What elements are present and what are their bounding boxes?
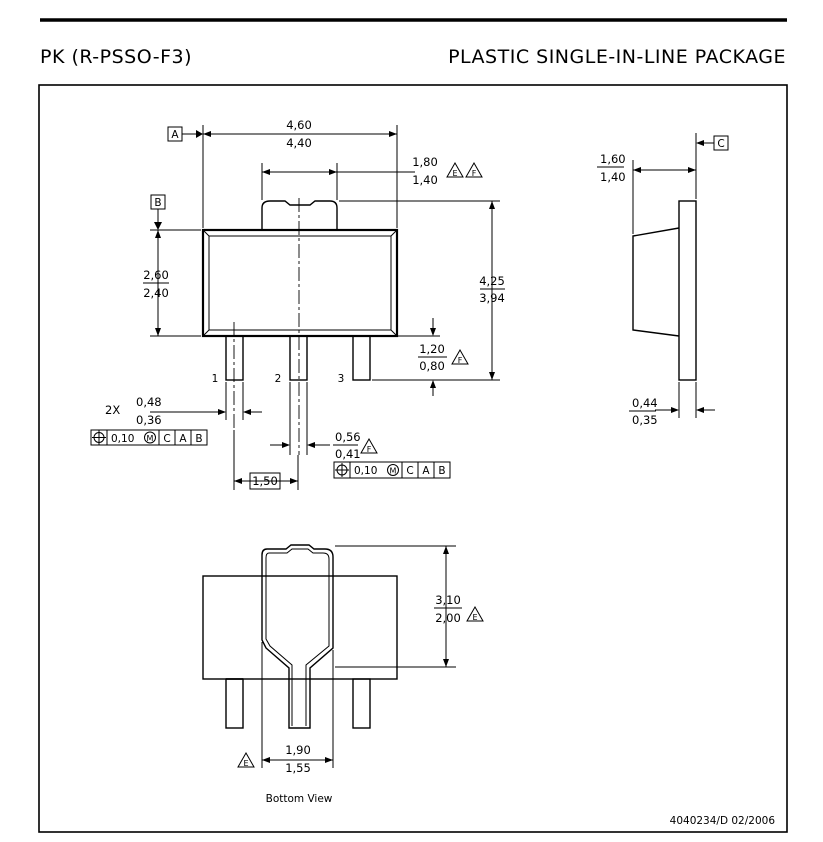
dim-side-lead-min: 0,35: [632, 413, 658, 427]
datum-b-label: B: [154, 197, 161, 209]
drawing-frame: [38, 84, 788, 833]
dim-side-thk-max: 1,60: [600, 152, 626, 166]
svg-text:E: E: [472, 613, 477, 622]
tolerance-frame-middle-lead: 0,10 M C A B: [333, 461, 451, 479]
bottom-view-label: Bottom View: [266, 793, 333, 805]
bottom-lead-3: [352, 678, 371, 729]
dim-bottom-h-min: 2,00: [435, 611, 461, 625]
dim-side-thk-min: 1,40: [600, 170, 626, 184]
dim-lead-len-min: 0,80: [419, 359, 445, 373]
dim-mid-lead-max: 0,56: [335, 430, 361, 444]
dim-mid-lead-min: 0,41: [335, 447, 361, 461]
svg-text:M: M: [147, 434, 154, 443]
dim-tab-max: 1,80: [412, 155, 438, 169]
svg-text:F: F: [472, 169, 477, 178]
note-e-icon: E: [237, 751, 255, 768]
svg-text:A: A: [422, 465, 430, 477]
pin-label-1: 1: [212, 373, 219, 385]
svg-text:M: M: [390, 467, 397, 476]
lead-2: [289, 335, 308, 381]
side-lead: [678, 200, 697, 381]
dim-pitch: 1,50: [252, 474, 278, 488]
dim-bottom-h-max: 3,10: [435, 593, 461, 607]
dim-width-min: 4,40: [286, 136, 312, 150]
dim-bottom-w-min: 1,55: [285, 761, 311, 775]
dim-lead-w-max: 0,48: [136, 395, 162, 409]
package-type-title: PLASTIC SINGLE-IN-LINE PACKAGE: [448, 46, 786, 68]
package-body-inner: [208, 235, 392, 331]
bottom-tab-inner: [265, 548, 330, 726]
dim-body-h-max: 2,60: [143, 268, 169, 282]
dim-side-lead-max: 0,44: [632, 396, 658, 410]
dim-total-h-min: 3,94: [479, 291, 505, 305]
datum-c-label: C: [717, 138, 724, 150]
dim-lead-w-prefix: 2X: [105, 403, 120, 417]
top-view: 1 2 3 A 4,60 4,40 1,80 1,40 E F B 2,: [90, 118, 505, 490]
package-body: [201, 228, 399, 338]
package-code-title: PK (R-PSSO-F3): [40, 46, 192, 68]
bottom-lead-1: [225, 678, 244, 729]
bottom-view: 3,10 2,00 E 1,90 1,55 E Bottom View: [202, 544, 484, 805]
note-e-icon: E: [446, 161, 464, 178]
document-id: 4040234/D 02/2006: [670, 815, 776, 827]
side-view: 1,60 1,40 C 0,44 0,35: [597, 133, 729, 427]
svg-text:B: B: [438, 465, 445, 477]
svg-text:E: E: [243, 759, 248, 768]
svg-text:F: F: [458, 356, 463, 365]
pitch-box: [249, 472, 281, 490]
svg-text:E: E: [452, 169, 457, 178]
dim-body-h-min: 2,40: [143, 286, 169, 300]
note-f-icon: F: [451, 348, 469, 365]
dim-total-h-max: 4,25: [479, 274, 505, 288]
svg-text:B: B: [195, 433, 202, 445]
datum-c-box: [713, 135, 729, 151]
svg-text:F: F: [367, 445, 372, 454]
note-f-icon: F: [360, 437, 378, 454]
pin-label-2: 2: [275, 373, 282, 385]
tab-outline: [261, 200, 338, 230]
dim-tab-min: 1,40: [412, 173, 438, 187]
svg-text:C: C: [163, 433, 170, 445]
pin-label-3: 3: [338, 373, 345, 385]
dim-lead-w-min: 0,36: [136, 413, 162, 427]
dim-lead-len-max: 1,20: [419, 342, 445, 356]
dim-width-max: 4,60: [286, 118, 312, 132]
datum-a-label: A: [171, 129, 179, 141]
svg-text:A: A: [179, 433, 187, 445]
svg-text:0,10: 0,10: [111, 433, 134, 445]
tolerance-frame-leads: 0,10 M C A B: [90, 429, 208, 446]
note-e-icon: E: [466, 605, 484, 622]
lead-1: [225, 335, 244, 381]
note-f-icon: F: [465, 161, 483, 178]
bottom-tab: [261, 544, 334, 729]
bottom-body: [202, 575, 398, 680]
lead-3: [352, 335, 371, 381]
side-body: [632, 227, 680, 337]
svg-text:C: C: [406, 465, 413, 477]
dim-bottom-w-max: 1,90: [285, 743, 311, 757]
svg-text:0,10: 0,10: [354, 465, 377, 477]
